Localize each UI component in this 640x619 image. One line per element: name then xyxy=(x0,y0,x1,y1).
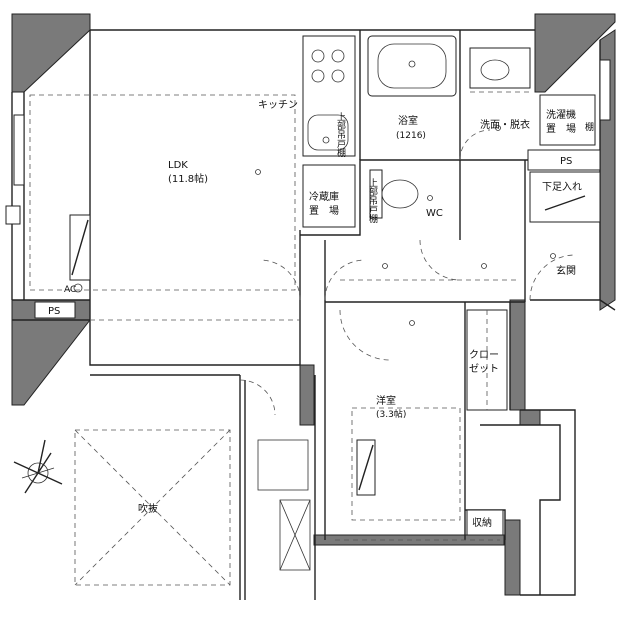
shoe-cabinet-label: 下足入れ xyxy=(542,181,582,193)
western-room-label: 洋室 xyxy=(376,394,396,407)
storage-label: 収納 xyxy=(472,516,492,529)
washer-label-b: 置 場 xyxy=(546,122,576,135)
windows xyxy=(5,59,611,225)
exterior-walls xyxy=(11,13,616,596)
closet-label-b: ゼット xyxy=(469,363,499,375)
shelf-label: 棚 xyxy=(585,121,594,133)
ps-box-top xyxy=(527,149,601,171)
door-swings xyxy=(239,129,576,416)
wash-label: 洗面・脱衣 xyxy=(480,118,530,131)
light-fixtures xyxy=(73,125,556,326)
dashed-lines xyxy=(29,91,530,541)
ldk-label: LDK xyxy=(168,160,188,171)
upper-cabinet-label-wc: 上部吊戸棚 xyxy=(367,178,378,224)
ps-top-label: PS xyxy=(560,156,572,167)
upper-cabinet-label-kitchen: 上部吊戸棚 xyxy=(335,112,346,158)
washer-space xyxy=(539,94,596,146)
entrance-label: 玄関 xyxy=(556,264,576,277)
bath-size-label: (1216) xyxy=(396,131,426,141)
western-room-size-label: (3.3帖) xyxy=(376,408,406,420)
washer-label-a: 洗濯機 xyxy=(546,108,576,121)
fridge-space xyxy=(302,164,356,228)
ps-box-left xyxy=(34,301,76,319)
wc-label: WC xyxy=(426,208,443,219)
void-area xyxy=(74,429,231,586)
wash-basin xyxy=(469,47,531,89)
fridge-label-b: 置 場 xyxy=(309,204,339,217)
bathtub xyxy=(367,35,457,97)
closet xyxy=(466,309,508,411)
toilet xyxy=(369,169,419,219)
void-label: 吹抜 xyxy=(138,502,158,515)
ac-label: AC xyxy=(64,285,76,295)
western-counter-marker xyxy=(356,439,376,496)
bath-label: 浴室 xyxy=(398,114,418,127)
compass-icon xyxy=(13,439,63,494)
closet-label-a: クロー xyxy=(469,349,499,361)
storage-box xyxy=(466,509,504,536)
shoe-cabinet xyxy=(529,171,601,223)
kitchen-label: キッチン xyxy=(258,99,298,111)
ps-left-label: PS xyxy=(48,306,60,317)
ldk-counter-marker xyxy=(69,214,91,281)
fridge-label-a: 冷蔵庫 xyxy=(309,190,339,203)
balcony-details xyxy=(257,439,311,571)
kitchen-counter xyxy=(302,35,356,157)
ldk-size-label: (11.8帖) xyxy=(168,172,208,185)
